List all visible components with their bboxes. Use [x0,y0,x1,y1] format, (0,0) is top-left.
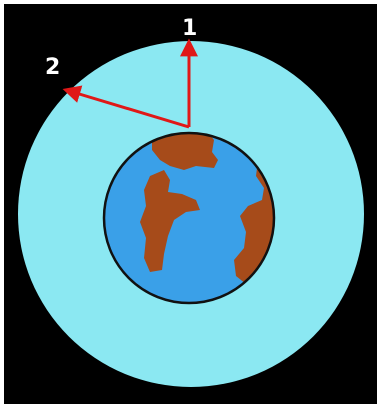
arrow-1-label: 1 [182,16,197,41]
arrow-2-label: 2 [45,55,60,80]
